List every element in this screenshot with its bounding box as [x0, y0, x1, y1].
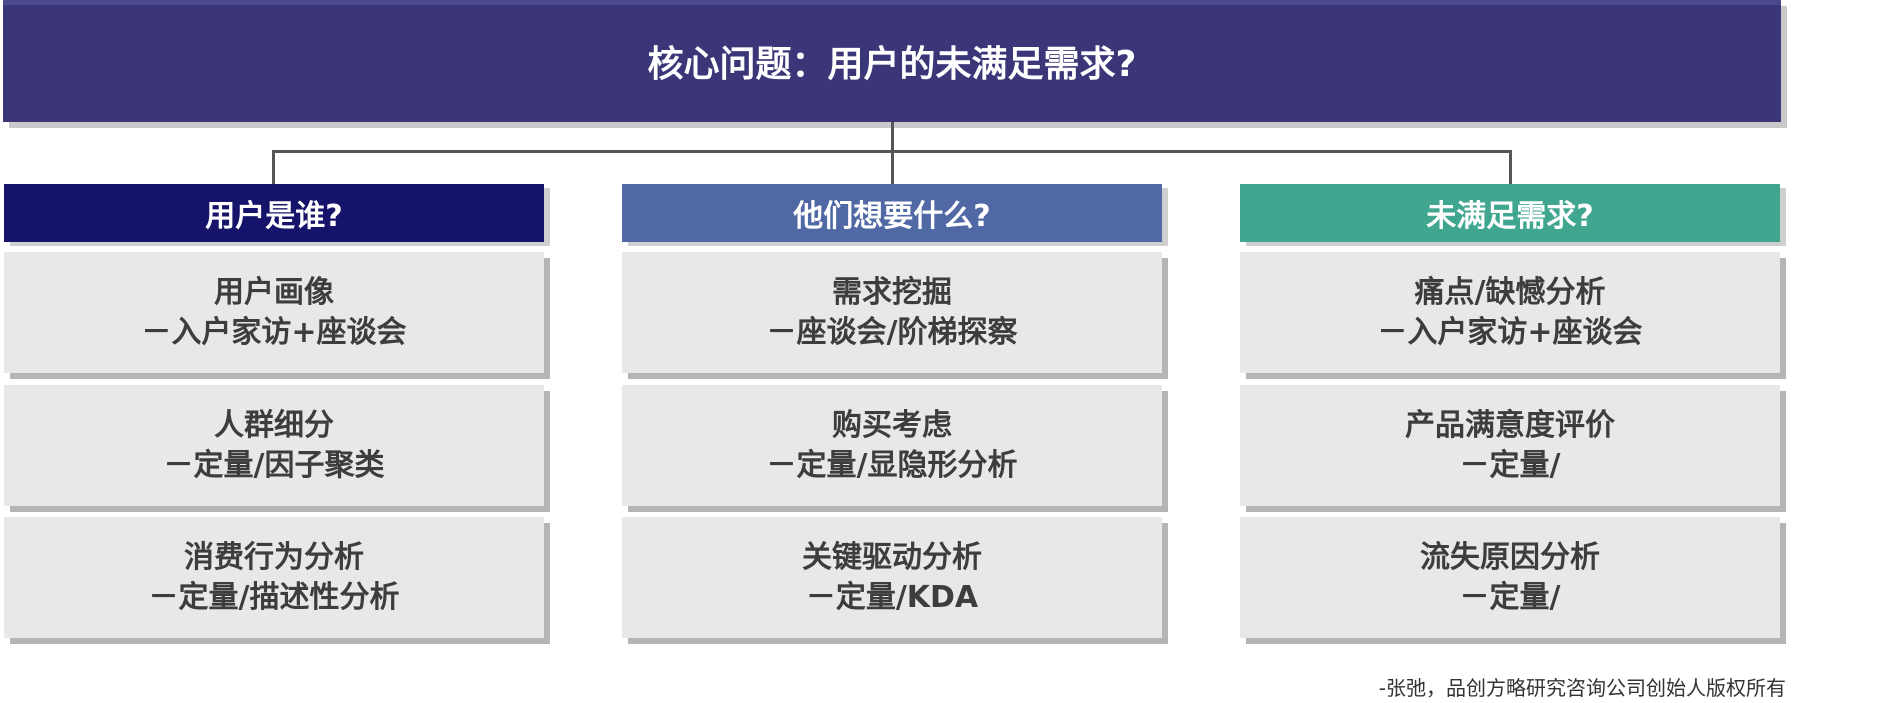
- column-header-who: 用户是谁?: [4, 184, 544, 242]
- method-card: 关键驱动分析 －定量/KDA: [622, 517, 1162, 638]
- method-title: 关键驱动分析: [802, 539, 982, 575]
- method-title: 购买考虑: [832, 407, 952, 443]
- method-detail: －定量/KDA: [805, 579, 979, 615]
- column-header-label: 未满足需求?: [1426, 199, 1594, 234]
- method-title: 痛点/缺憾分析: [1414, 274, 1606, 310]
- method-detail: －入户家访+座谈会: [1377, 314, 1643, 350]
- column-header-unmet: 未满足需求?: [1240, 184, 1780, 242]
- method-title: 人群细分: [214, 407, 334, 443]
- column-header-wants: 他们想要什么?: [622, 184, 1162, 242]
- method-title: 产品满意度评价: [1405, 407, 1615, 443]
- connector-horizontal: [272, 150, 1512, 153]
- method-detail: －定量/: [1459, 447, 1561, 483]
- connector-drop-left: [272, 150, 275, 184]
- connector-drop-right: [1509, 150, 1512, 184]
- method-title: 消费行为分析: [184, 539, 364, 575]
- method-card: 产品满意度评价 －定量/: [1240, 385, 1780, 506]
- column-header-label: 他们想要什么?: [793, 199, 991, 234]
- method-detail: －定量/显隐形分析: [766, 447, 1018, 483]
- method-title: 需求挖掘: [832, 274, 952, 310]
- method-card: 痛点/缺憾分析 －入户家访+座谈会: [1240, 252, 1780, 373]
- core-question-title: 核心问题：用户的未满足需求?: [647, 44, 1137, 85]
- method-detail: －定量/: [1459, 579, 1561, 615]
- method-card: 人群细分 －定量/因子聚类: [4, 385, 544, 506]
- connector-stem: [891, 122, 894, 184]
- method-detail: －定量/描述性分析: [148, 579, 400, 615]
- method-detail: －定量/因子聚类: [163, 447, 385, 483]
- copyright-footer: -张弛，品创方略研究咨询公司创始人版权所有: [1378, 676, 1786, 700]
- method-title: 流失原因分析: [1420, 539, 1600, 575]
- method-detail: －座谈会/阶梯探察: [766, 314, 1018, 350]
- method-card: 用户画像 －入户家访+座谈会: [4, 252, 544, 373]
- core-question-banner: 核心问题：用户的未满足需求?: [3, 0, 1781, 122]
- method-card: 需求挖掘 －座谈会/阶梯探察: [622, 252, 1162, 373]
- method-card: 流失原因分析 －定量/: [1240, 517, 1780, 638]
- method-card: 购买考虑 －定量/显隐形分析: [622, 385, 1162, 506]
- method-title: 用户画像: [214, 274, 334, 310]
- method-card: 消费行为分析 －定量/描述性分析: [4, 517, 544, 638]
- method-detail: －入户家访+座谈会: [141, 314, 407, 350]
- column-header-label: 用户是谁?: [205, 199, 343, 234]
